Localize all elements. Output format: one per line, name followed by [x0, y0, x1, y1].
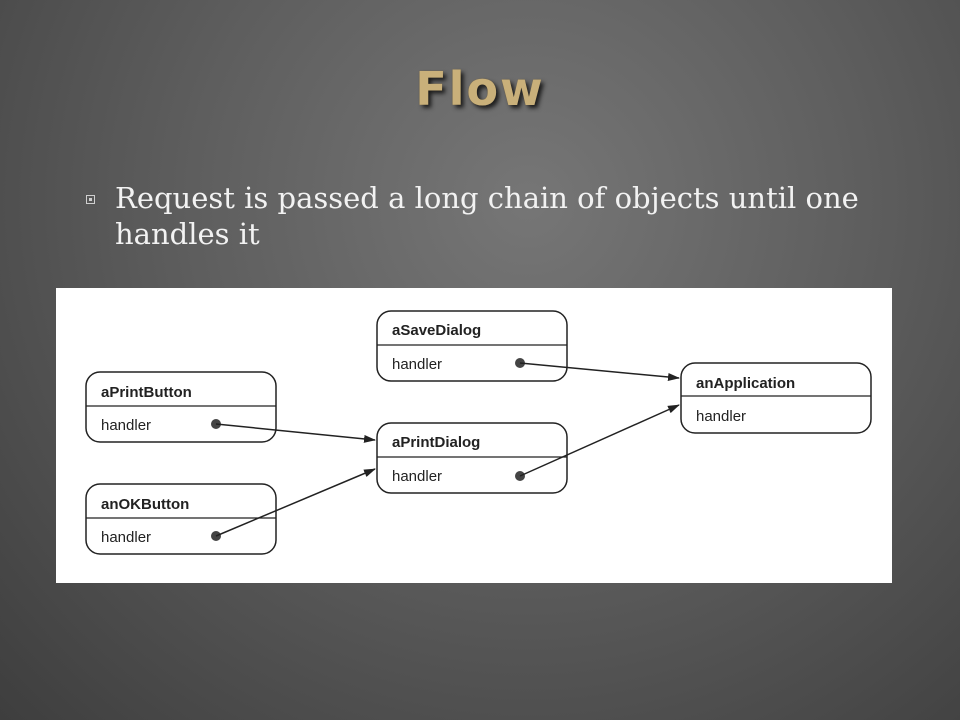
object-name: aPrintDialog	[392, 434, 480, 451]
chain-diagram: aSaveDialog handler aPrintButton handler…	[56, 288, 892, 583]
object-name: aPrintButton	[101, 384, 192, 401]
object-name: aSaveDialog	[392, 322, 481, 339]
object-box-aPrintButton: aPrintButton handler	[85, 371, 277, 443]
object-name: anOKButton	[101, 496, 189, 513]
object-field: handler	[101, 529, 151, 546]
bullet-text: Request is passed a long chain of object…	[115, 181, 859, 251]
object-box-aPrintDialog: aPrintDialog handler	[376, 422, 568, 494]
link-arrow-anOKButton-aPrintDialog	[215, 468, 376, 537]
link-arrow-aPrintDialog-anApplication	[519, 404, 680, 477]
link-arrow-aSaveDialog-anApplication	[519, 362, 680, 381]
link-arrow-aPrintButton-aPrintDialog	[215, 423, 376, 443]
object-box-anOKButton: anOKButton handler	[85, 483, 277, 555]
object-box-aSaveDialog: aSaveDialog handler	[376, 310, 568, 382]
square-bullet-icon	[86, 195, 95, 204]
chain-diagram-svg: aSaveDialog handler aPrintButton handler…	[85, 310, 872, 555]
object-field: handler	[392, 468, 442, 485]
object-field: handler	[101, 417, 151, 434]
object-field: handler	[392, 356, 442, 373]
bullet-item: Request is passed a long chain of object…	[86, 180, 886, 252]
object-box-anApplication: anApplication handler	[680, 362, 872, 434]
slide-title: Flow	[415, 62, 545, 116]
object-field: handler	[696, 408, 746, 425]
object-name: anApplication	[696, 375, 795, 392]
